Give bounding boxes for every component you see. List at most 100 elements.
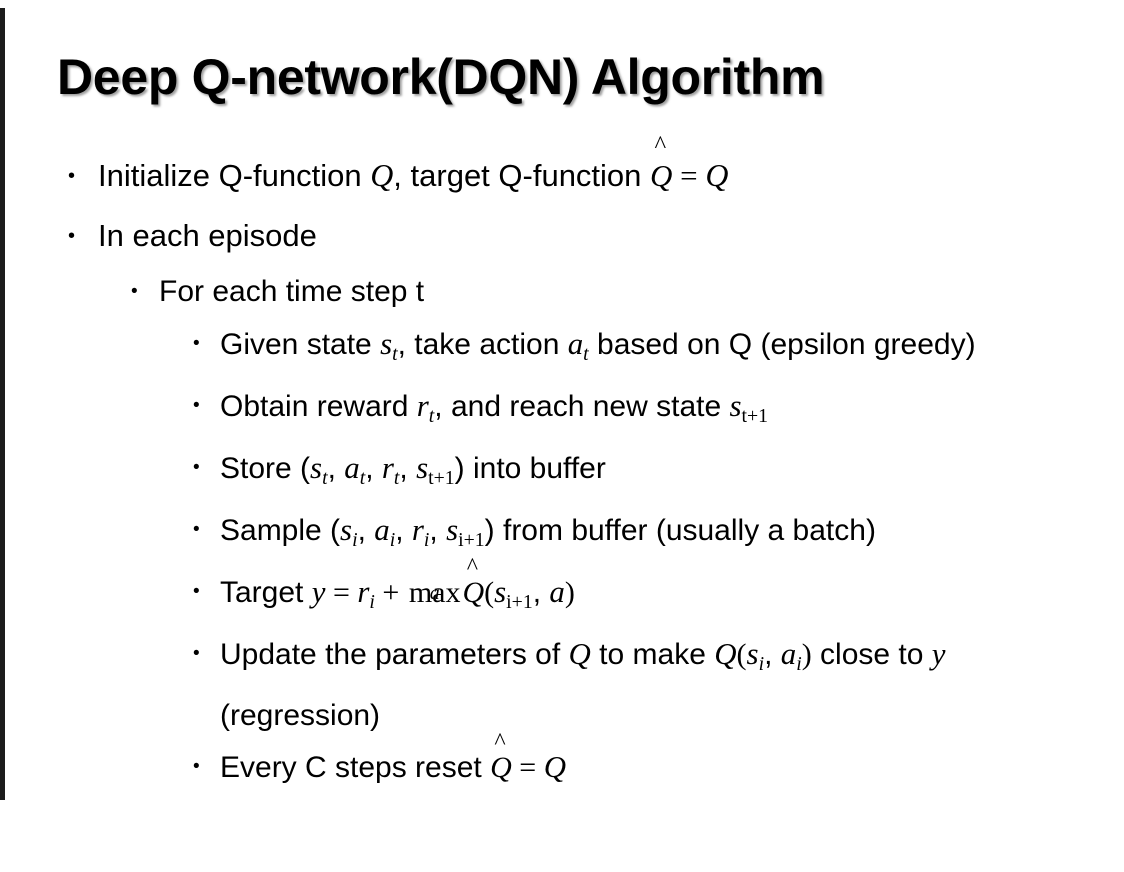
text-segment: , [365,451,382,485]
math-paren-close: ) [564,575,575,609]
text-segment: based on Q (epsilon greedy) [588,328,976,361]
hat-accent-icon: ^ [494,728,506,755]
list-item-initialize: • Initialize Q-function Q, target Q-func… [0,133,1124,206]
math-s-i: si [340,511,358,551]
text-segment: , [357,513,375,547]
math-var-s: s [340,511,353,547]
list-item-store-transition: • Store (st, at, rt, st+1) into buffer [0,442,1124,504]
list-item-obtain-reward: • Obtain reward rt, and reach new state … [0,380,1124,442]
list-item-text: For each time step t [159,275,425,308]
math-r-t: rt [382,450,400,489]
math-var-q: Q [568,635,591,671]
math-sub-i: i [758,652,765,675]
list-item-given-state: • Given state st, take action at based o… [0,318,1124,380]
list-item-text: Given state st, take action at based on … [220,318,1094,380]
math-var-q2: Q [714,635,737,671]
math-sub-i: i [796,652,802,675]
bullet-glyph: • [193,642,200,664]
text-segment: to make [590,637,715,671]
list-item-text: Store (st, at, rt, st+1) into buffer [220,442,1094,504]
list-item-text: Sample (si, ai, ri, si+1) from buffer (u… [220,504,1094,566]
bullet-glyph: • [193,456,200,478]
math-var-s: s [446,511,459,547]
math-equals: = [672,158,706,193]
bullet-glyph: • [68,225,76,247]
math-s-t-plus-1: st+1 [416,449,455,489]
math-var-q: Q [543,748,566,784]
text-segment: , and reach new state [434,389,730,423]
list-item-text: Update the parameters of Q to make Q(si,… [220,628,1094,741]
math-q-hat: ^Q [650,133,672,206]
math-var-a: a [374,511,390,547]
math-q-of-s-a: Q(si, ai) [714,635,812,675]
list-item-in-each-episode: • In each episode [0,206,1124,266]
list-item-sample-batch: • Sample (si, ai, ri, si+1) from buffer … [0,504,1124,566]
math-sub-t: t [359,466,366,489]
list-item-text: Every C steps reset ^Q = Q [220,730,1094,793]
bullet-glyph: • [193,755,200,777]
math-r-i: ri [411,511,430,551]
math-var-a: a [344,449,360,485]
math-var-r: r [411,511,424,547]
math-var-s: s [416,449,429,485]
math-s-t-plus-1: st+1 [729,387,768,427]
math-var-y: y [311,573,326,609]
math-sub-t: t [428,404,435,427]
math-sub-t: t [392,342,398,365]
list-item-text: In each episode [98,218,317,253]
math-var-a: a [567,326,584,361]
hat-accent-icon: ^ [466,553,479,580]
page-title: Deep Q-network(DQN) Algorithm [57,49,825,105]
text-segment: , take action [397,328,568,361]
text-segment: Update the parameters of [220,637,569,671]
bullet-glyph: • [193,580,200,602]
math-sub-i-plus-1: i+1 [458,528,485,551]
math-sub-t-plus-1: t+1 [428,466,455,489]
math-var-s: s [310,449,323,485]
math-var-s: s [494,573,507,609]
math-q-hat: ^Q [490,730,512,793]
math-s-i-plus-1: si+1 [446,511,485,551]
math-var-s: s [729,387,742,423]
text-segment: , [429,513,447,547]
math-var-y: y [931,635,946,671]
text-segment: Store ( [220,451,311,485]
math-sub-t: t [583,342,589,365]
text-segment: ) from buffer (usually a batch) [484,513,876,547]
text-segment: , target Q-function [393,158,651,193]
text-segment: Sample ( [220,513,341,547]
text-segment: Given state [220,328,381,361]
math-max-label: max [408,575,461,609]
text-segment: Initialize Q-function [98,158,371,193]
math-var-s: s [746,635,759,671]
math-var-qhat-base: Q [462,575,485,609]
math-sub-t: t [322,466,328,489]
bullet-glyph: • [193,518,200,540]
math-sub-t-plus-1: t+1 [741,404,769,427]
math-sub-i: i [423,528,430,551]
bullet-glyph: • [193,333,200,354]
left-edge-strip [0,8,5,800]
math-sub-t: t [393,466,400,489]
bullet-glyph: • [193,394,200,416]
math-sub-i: i [389,528,396,551]
bullet-list: • Initialize Q-function Q , target Q-func… [0,133,1124,793]
list-item-text: Obtain reward rt, and reach new state st… [220,380,1094,442]
math-sub-i: i [352,528,358,551]
math-s-t: st [310,449,328,489]
math-paren-open: ( [736,637,747,671]
hat-accent-icon: ^ [654,131,667,159]
math-sub-i: i [369,590,375,613]
math-r-t: rt [417,388,435,427]
math-var-s: s [380,326,393,361]
math-a-i: ai [374,511,395,551]
math-max-subscript: a [429,581,440,604]
math-s-i-plus-1: si+1 [494,573,533,613]
bullet-glyph: • [131,281,138,302]
text-segment: Target [220,575,312,609]
math-paren-close: ) [801,637,812,671]
text-segment: Every C steps reset [220,750,491,784]
math-equals: = [325,575,358,609]
text-segment: , [395,513,412,547]
